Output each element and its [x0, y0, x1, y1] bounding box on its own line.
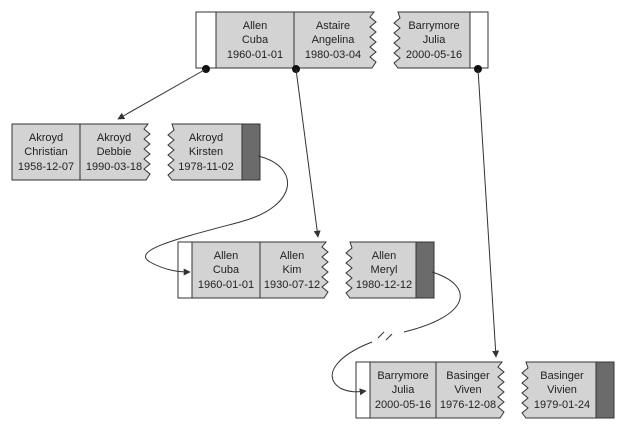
- root-right-pad: [469, 11, 489, 69]
- root-key-2-last: Astaire: [316, 20, 350, 32]
- leaf1-key-2-box: [79, 123, 151, 181]
- root-key-3-date: 2000-05-16: [406, 49, 462, 61]
- leaf1-key-3-first: Kirsten: [189, 146, 223, 158]
- leaf3-key-1-date: 2000-05-16: [375, 399, 431, 411]
- root-key-2-first: Angelina: [312, 34, 356, 46]
- root-key-1-date: 1960-01-01: [227, 49, 283, 61]
- child-pointers: [117, 65, 500, 358]
- leaf1-key-2-first: Debbie: [97, 146, 132, 158]
- link-break-mark: [377, 331, 393, 341]
- root-key-2-date: 1980-03-04: [305, 49, 361, 61]
- root-key-1-box: [215, 11, 295, 69]
- leaf3-key-3-date: 1979-01-24: [534, 399, 590, 411]
- root-key-3-last: Barrymore: [408, 20, 459, 32]
- link-leaf2-to-leaf3-upper: [403, 271, 461, 333]
- leaf2-key-2-first: Kim: [283, 264, 302, 276]
- root-left-pad: [195, 11, 217, 69]
- leaf2-key-3-date: 1980-12-12: [356, 279, 412, 291]
- leaf3-key-2-box: [435, 361, 505, 419]
- pointer-root-to-leaf1: [117, 68, 207, 120]
- leaf2-key-1-date: 1960-01-01: [198, 279, 254, 291]
- root-key-3-first: Julia: [423, 34, 447, 46]
- root-key-3-box: [393, 11, 471, 69]
- leaf3-key-2-last: Basinger: [446, 370, 490, 382]
- leaf1-key-2-date: 1990-03-18: [86, 161, 142, 173]
- root-key-1-first: Cuba: [242, 34, 269, 46]
- leaf3-key-1-last: Barrymore: [377, 370, 428, 382]
- sibling-links: [145, 155, 461, 396]
- link-leaf1-to-leaf2: [145, 155, 289, 276]
- leaf2-key-1-first: Cuba: [213, 264, 240, 276]
- leaf2-key-2-last: Allen: [280, 250, 304, 262]
- leaf1-key-3-box: [167, 123, 243, 181]
- link-leaf2-to-leaf3-lower: [331, 341, 373, 396]
- leaf1-next-pointer-box: [241, 123, 261, 181]
- leaf2-key-2-date: 1930-07-12: [264, 279, 320, 291]
- pointer-root-to-leaf3: [477, 68, 500, 358]
- leaf3-key-3-last: Basinger: [540, 370, 584, 382]
- leaf1-key-1-box: [11, 123, 81, 181]
- leaf2-key-1-last: Allen: [214, 250, 238, 262]
- leaf-node-2: Allen Cuba 1960-01-01 Allen Kim 1930-07-…: [177, 241, 435, 299]
- leaf3-key-3-first: Vivien: [547, 384, 577, 396]
- leaf3-key-2-date: 1976-12-08: [440, 399, 496, 411]
- leaf3-key-1-first: Julia: [392, 384, 416, 396]
- leaf1-key-1-last: Akroyd: [29, 132, 63, 144]
- root-node: Allen Cuba 1960-01-01 Astaire Angelina 1…: [195, 11, 489, 69]
- leaf2-key-3-last: Allen: [372, 250, 396, 262]
- leaf-node-1: Akroyd Christian 1958-12-07 Akroyd Debbi…: [11, 123, 261, 181]
- root-key-2-box: [293, 11, 377, 69]
- pointer-root-to-leaf2: [295, 68, 321, 238]
- leaf2-key-3-box: [345, 241, 417, 299]
- leaf3-next-pointer-box: [595, 361, 615, 419]
- leaf-node-3: Barrymore Julia 2000-05-16 Basinger Vive…: [355, 361, 615, 419]
- leaf1-key-1-first: Christian: [24, 146, 67, 158]
- leaf2-left-pad: [177, 241, 193, 299]
- leaf2-key-2-box: [259, 241, 329, 299]
- leaf1-key-2-last: Akroyd: [97, 132, 131, 144]
- leaf1-key-1-date: 1958-12-07: [18, 161, 74, 173]
- leaf3-key-2-first: Viven: [454, 384, 481, 396]
- leaf2-key-3-first: Meryl: [371, 264, 398, 276]
- leaf1-key-3-last: Akroyd: [189, 132, 223, 144]
- leaf2-next-pointer-box: [415, 241, 435, 299]
- leaf3-left-pad: [355, 361, 371, 419]
- leaf3-key-3-box: [521, 361, 597, 419]
- leaf1-key-3-date: 1978-11-02: [178, 161, 233, 173]
- root-key-1-last: Allen: [243, 20, 267, 32]
